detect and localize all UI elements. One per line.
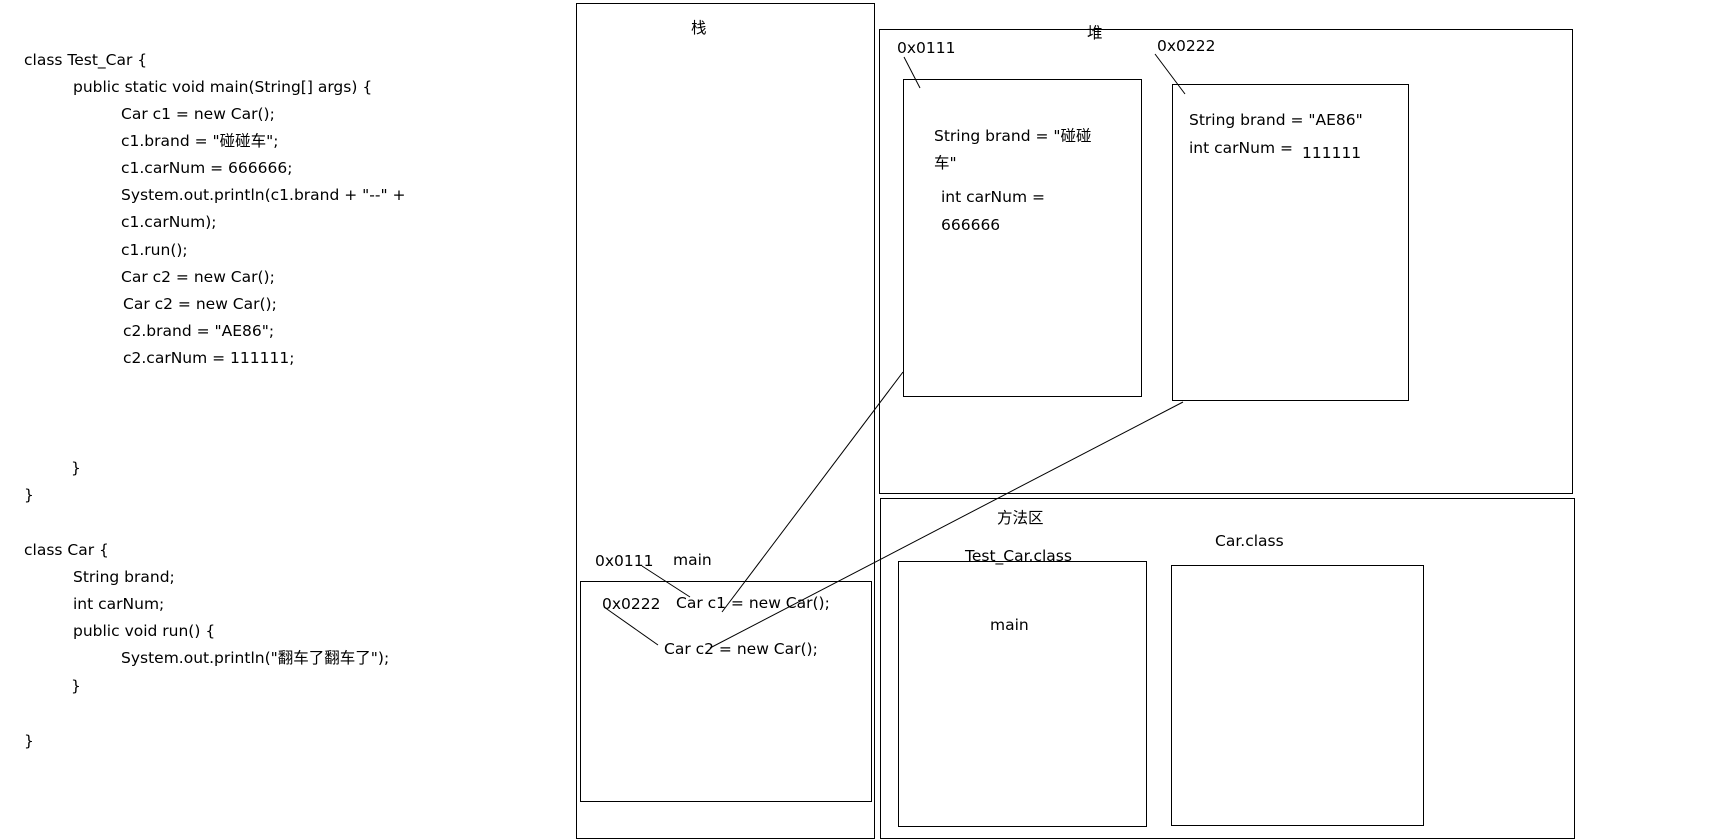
code-line: } (24, 486, 34, 504)
class-member-main: main (990, 616, 1029, 634)
stack-var-c1: Car c1 = new Car(); (676, 594, 830, 612)
code-line: } (71, 459, 81, 477)
class-file-car (1171, 565, 1424, 826)
heap-object-2-field: String brand = "AE86" (1189, 111, 1363, 129)
heap-object-2-field: int carNum = (1189, 139, 1293, 157)
code-line: c1.brand = "碰碰车"; (121, 132, 279, 150)
heap-object-2 (1172, 84, 1409, 401)
code-line: class Car { (24, 541, 109, 559)
class-file-test-car (898, 561, 1147, 827)
code-line: int carNum; (73, 595, 165, 613)
code-line: c1.run(); (121, 241, 188, 259)
code-line: Car c2 = new Car(); (121, 268, 275, 286)
heap-region (879, 29, 1573, 494)
heap-object-2-field: 111111 (1302, 144, 1362, 162)
heap-object-1-field: 车" (934, 154, 957, 172)
heap-object-1 (903, 79, 1142, 397)
stack-title: 栈 (691, 19, 707, 37)
heap-title: 堆 (1087, 24, 1103, 42)
code-line: class Test_Car { (24, 51, 148, 69)
stack-address-c1: 0x0111 (595, 552, 654, 570)
heap-object-1-field: String brand = "碰碰 (934, 127, 1092, 145)
code-line: c1.carNum = 666666; (121, 159, 293, 177)
stack-var-c2: Car c2 = new Car(); (664, 640, 818, 658)
code-line: c1.carNum); (121, 213, 217, 231)
code-line: Car c1 = new Car(); (121, 105, 275, 123)
stack-frame-label: main (673, 551, 712, 569)
code-line: public void run() { (73, 622, 216, 640)
main-stack-frame (580, 581, 872, 802)
code-line: System.out.println(c1.brand + "--" + (121, 186, 406, 204)
code-line: c2.brand = "AE86"; (123, 322, 275, 340)
code-line: c2.carNum = 111111; (123, 349, 295, 367)
heap-object-1-address: 0x0111 (897, 39, 956, 57)
heap-object-1-field: int carNum = (941, 188, 1045, 206)
method-area-title: 方法区 (997, 509, 1044, 527)
code-line: } (24, 732, 34, 750)
code-line: System.out.println("翻车了翻车了"); (121, 649, 390, 667)
code-line: String brand; (73, 568, 175, 586)
heap-object-2-address: 0x0222 (1157, 37, 1216, 55)
code-line: Car c2 = new Car(); (123, 295, 277, 313)
stack-address-c2: 0x0222 (602, 595, 661, 613)
code-line: } (71, 677, 81, 695)
class-file-label: Car.class (1215, 532, 1284, 550)
heap-object-1-field: 666666 (941, 216, 1001, 234)
code-listing: class Test_Car { public static void main… (0, 0, 560, 837)
code-line: public static void main(String[] args) { (73, 78, 373, 96)
